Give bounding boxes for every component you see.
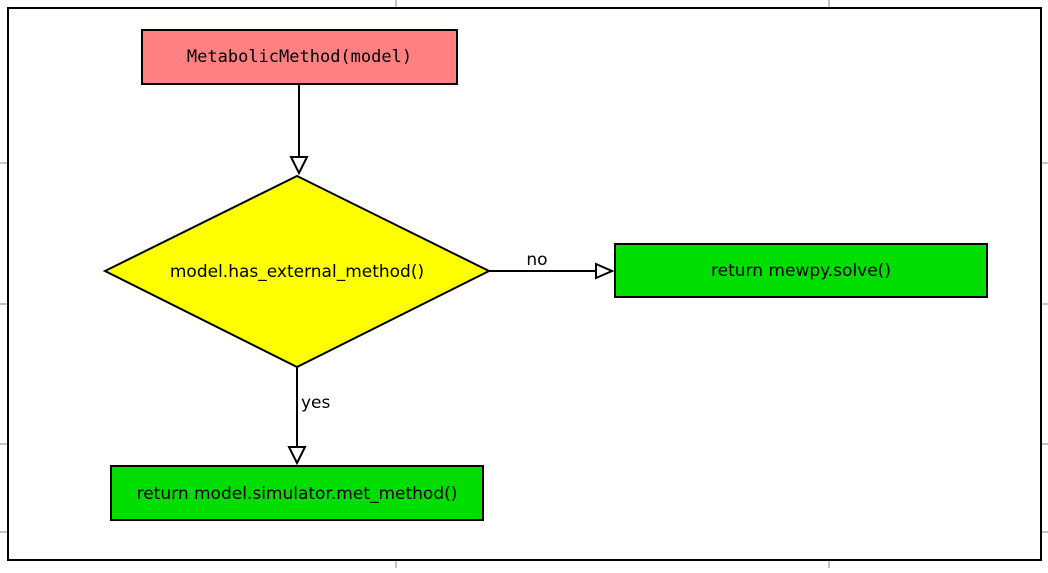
node-no-result-box (614, 243, 988, 298)
node-decision-diamond (102, 174, 492, 369)
node-start[interactable]: MetabolicMethod(model) (141, 29, 458, 85)
node-start-box (141, 29, 458, 85)
arrowhead-down (287, 446, 307, 466)
edge-start-to-decision (289, 84, 309, 176)
arrowhead-down (289, 156, 309, 176)
edge-decision-yes: yes (287, 367, 331, 466)
edge-label-yes: yes (301, 393, 331, 413)
edge-decision-no: no (489, 250, 615, 280)
node-no-result[interactable]: return mewpy.solve() (614, 243, 988, 298)
node-yes-result[interactable]: return model.simulator.met_method() (110, 465, 484, 521)
node-start-label: MetabolicMethod(model) (187, 47, 412, 67)
node-no-result-label: return mewpy.solve() (711, 261, 891, 281)
node-yes-result-box (110, 465, 484, 521)
arrowhead-right (595, 262, 615, 280)
node-decision[interactable]: model.has_external_method() (102, 174, 492, 369)
edge-label-no: no (526, 250, 547, 270)
node-decision-label: model.has_external_method() (170, 262, 424, 282)
node-yes-result-label: return model.simulator.met_method() (137, 484, 458, 504)
